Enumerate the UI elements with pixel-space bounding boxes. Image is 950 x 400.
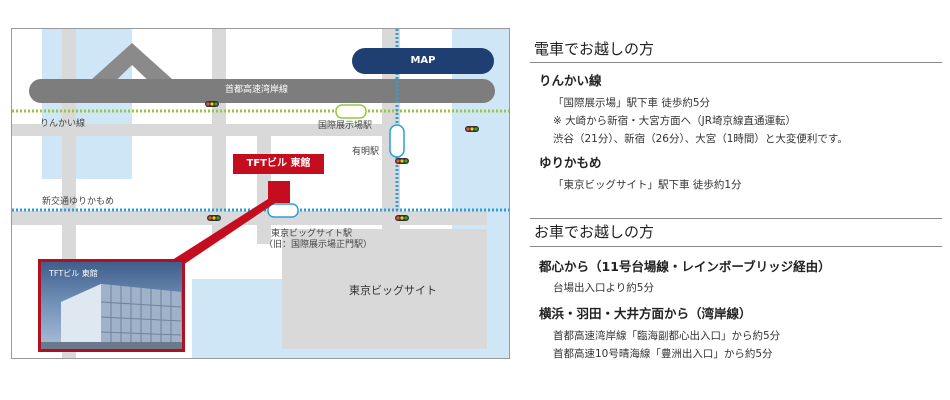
train-title-rule <box>530 62 942 63</box>
route-yokohama-name: 横浜・羽田・大井方面から（湾岸線） <box>539 306 752 321</box>
route-toshin-line-1: 台場出入口より約5分 <box>553 282 654 294</box>
route-yurikamome-line-1: 「東京ビッグサイト」駅下車 徒歩約1分 <box>553 179 742 191</box>
route-yokohama-line-1: 首都高速湾岸線「臨海副都心出入口」から約5分 <box>553 330 781 342</box>
yurikamome-line-label: 新交通ゆりかもめ <box>42 197 115 207</box>
car-section-title: お車でお越しの方 <box>534 223 655 241</box>
car-title-rule <box>530 246 942 247</box>
bigsight-label: 東京ビッグサイト <box>349 284 437 297</box>
kokusai-station-label: 国際展示場駅 <box>318 121 373 131</box>
bigsight-station-old-label: （旧：国際展示場正門駅） <box>264 240 373 250</box>
route-toshin-name: 都心から（11号台場線・レインボーブリッジ経由） <box>539 259 831 274</box>
route-rinkai-line-3: 渋谷（21分）、新宿（26分）、大宮（1時間）と大変便利です。 <box>553 133 848 145</box>
route-yurikamome-name: ゆりかもめ <box>539 155 602 170</box>
expressway-label: 首都高速湾岸線 <box>225 85 289 95</box>
ariake-station-label: 有明駅 <box>352 147 380 157</box>
route-rinkai-name: りんかい線 <box>539 73 602 88</box>
route-rinkai-line-2: ※ 大崎から新宿・大宮方面へ（JR埼京線直通運転） <box>553 115 797 127</box>
building-photo: TFTビル 東館 <box>38 259 185 352</box>
car-title-rule-top <box>530 218 942 219</box>
bigsight-station-label: 東京ビッグサイト駅 <box>271 229 353 239</box>
building-illustration <box>41 284 182 349</box>
route-yokohama-line-2: 首都高速10号晴海線「豊洲出入口」から約5分 <box>553 348 773 360</box>
access-map: MAP 首都高速湾岸線 りんかい線 国際展示場駅 有明駅 新交通ゆりかもめ 東京… <box>11 28 510 359</box>
map-badge: MAP <box>352 48 494 74</box>
map-graphic <box>12 29 509 358</box>
route-rinkai-line-1: 「国際展示場」駅下車 徒歩約5分 <box>553 97 711 109</box>
photo-label: TFTビル 東館 <box>49 269 98 278</box>
train-section-title: 電車でお越しの方 <box>534 40 655 58</box>
rinkai-line-label: りんかい線 <box>40 119 86 129</box>
building-label: TFTビル 東館 <box>233 154 324 174</box>
building-marker <box>268 181 290 203</box>
